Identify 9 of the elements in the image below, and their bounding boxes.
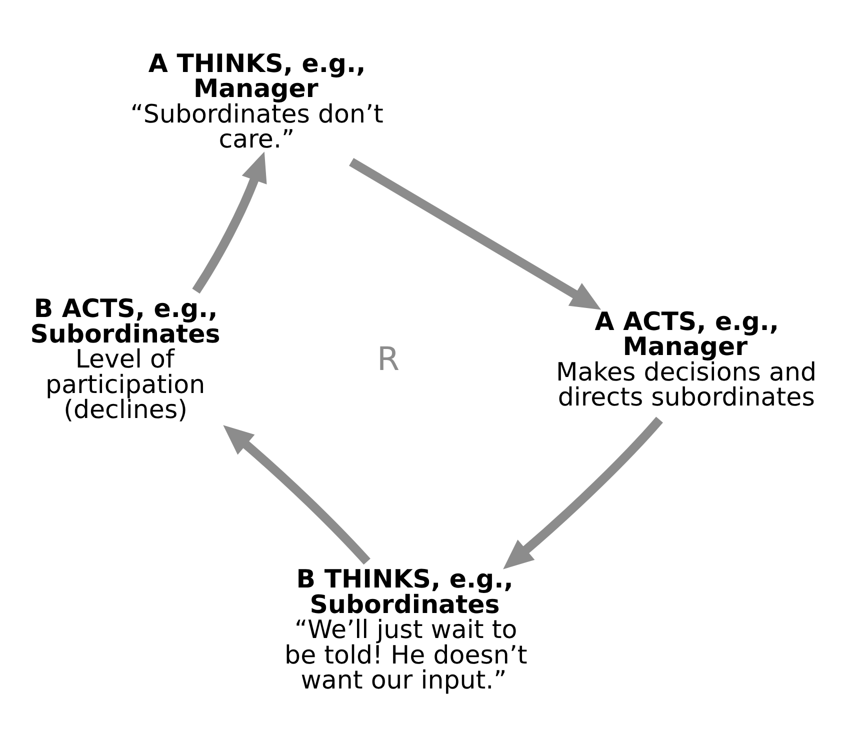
node-text: B ACTS, e.g., Subordinates Level of participation (declines)	[30, 294, 220, 424]
node-text: A THINKS, e.g., Manager “Subordinates don’t care.”	[130, 48, 384, 154]
arrow	[503, 416, 663, 569]
arrow	[192, 151, 267, 294]
label: R	[376, 339, 400, 378]
node-text: A ACTS, e.g., Manager Makes decisions and directs subordinates	[556, 306, 816, 412]
arrow	[349, 158, 602, 310]
node-text: B THINKS, e.g., Subordinates “We’ll just wait to be told! He doesn’t want our input.”	[284, 564, 528, 694]
arrow	[223, 424, 370, 564]
